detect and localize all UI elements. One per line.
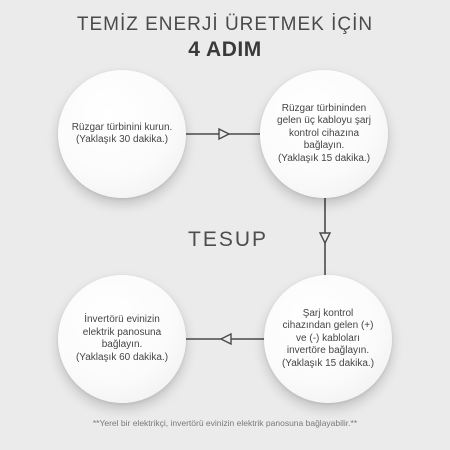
step-2-text: Rüzgar türbininden gelen üç kabloyu şarj…	[277, 102, 371, 164]
arrow-step2-to-step3	[318, 198, 332, 275]
step-4-text: İnvertörü evinizin elektrik panosuna bağ…	[75, 314, 169, 363]
footnote: **Yerel bir elektrikçi, invertörü eviniz…	[92, 418, 358, 428]
step-1-text: Rüzgar türbinini kurun. (Yaklaşık 30 dak…	[71, 121, 173, 146]
step-3-text: Şarj kontrol cihazından gelen (+) ve (-)…	[281, 307, 375, 369]
step-1-circle: Rüzgar türbinini kurun. (Yaklaşık 30 dak…	[58, 70, 186, 198]
step-2-circle: Rüzgar türbininden gelen üç kabloyu şarj…	[260, 70, 388, 198]
page-subtitle: 4 ADIM	[188, 38, 262, 61]
step-3-circle: Şarj kontrol cihazından gelen (+) ve (-)…	[264, 275, 392, 403]
arrow-step3-to-step4	[186, 332, 264, 346]
brand-logo: TESUP	[188, 228, 269, 251]
arrow-step1-to-step2	[186, 127, 260, 141]
page-title: TEMİZ ENERJİ ÜRETMEK İÇİN	[76, 14, 374, 35]
step-4-circle: İnvertörü evinizin elektrik panosuna bağ…	[58, 275, 186, 403]
